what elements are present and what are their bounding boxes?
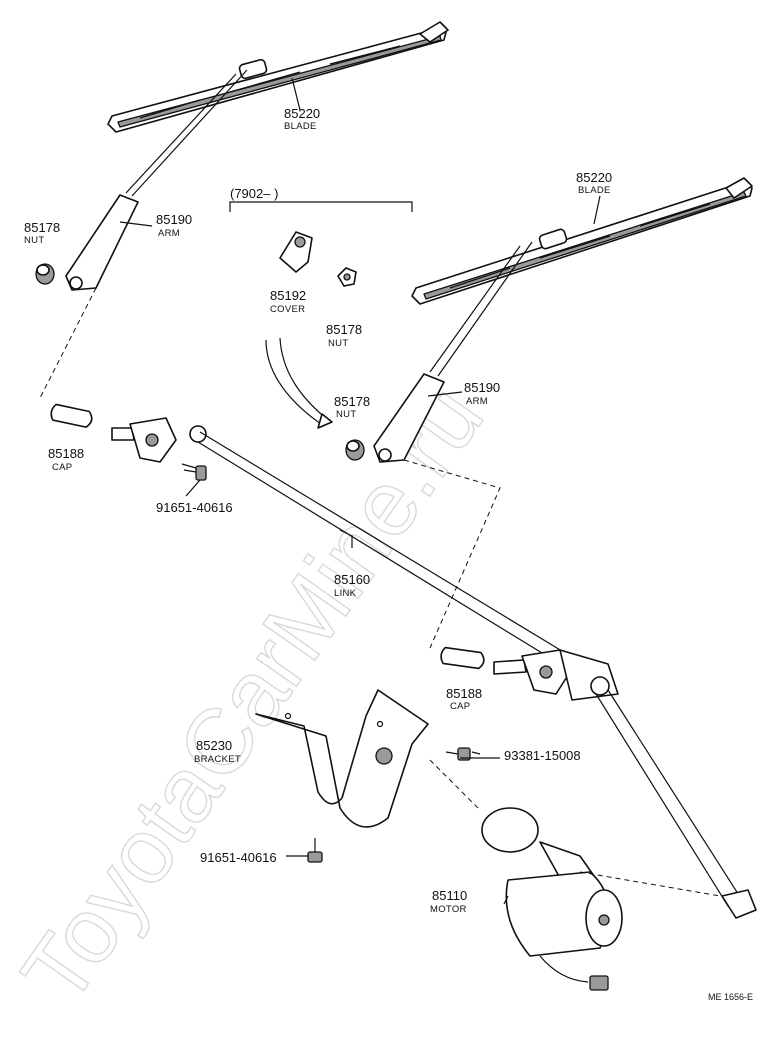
- svg-text:85110: 85110: [432, 888, 467, 903]
- svg-text:85178: 85178: [334, 394, 370, 409]
- callout-nut-left: 85178 NUT: [24, 220, 60, 246]
- alignment-lines: [39, 287, 721, 897]
- nut-left: [35, 263, 55, 285]
- curved-arrow-icon: [265, 337, 333, 429]
- svg-text:NUT: NUT: [24, 235, 44, 246]
- svg-text:NUT: NUT: [328, 338, 348, 349]
- bolt-bracket: [445, 747, 471, 761]
- callout-cap-right: 85188 CAP: [446, 686, 482, 712]
- watermark: ToyotaCarMine.ru: [3, 368, 503, 1021]
- callout-arm-right: 85190 ARM: [464, 380, 500, 407]
- svg-text:LINK: LINK: [334, 588, 357, 599]
- cap-left: [50, 403, 93, 428]
- svg-text:BLADE: BLADE: [578, 185, 611, 196]
- callout-bracket: 85230 BRACKET: [194, 738, 241, 765]
- link-rod: [197, 431, 591, 681]
- callout-blade-left: 85220 BLADE: [284, 106, 320, 132]
- callout-cover: 85192 COVER: [270, 288, 306, 315]
- svg-text:85188: 85188: [48, 446, 84, 461]
- arm-left: [65, 69, 248, 291]
- drive-crank: [595, 689, 757, 919]
- blade-right: [411, 177, 753, 305]
- svg-text:BLADE: BLADE: [284, 121, 317, 132]
- pivot-left: [111, 417, 207, 463]
- bolt-upper: [181, 463, 207, 481]
- blade-left: [107, 21, 449, 133]
- svg-text:85220: 85220: [284, 106, 320, 121]
- svg-text:85190: 85190: [156, 212, 192, 227]
- nut-cover: [337, 267, 357, 287]
- svg-text:CAP: CAP: [52, 462, 72, 473]
- callout-blade-right: 85220 BLADE: [576, 170, 612, 196]
- svg-text:91651-40616: 91651-40616: [200, 850, 277, 865]
- svg-text:MOTOR: MOTOR: [430, 904, 467, 915]
- reference-code: ME 1656-E: [708, 992, 753, 1002]
- svg-text:93381-15008: 93381-15008: [504, 748, 581, 763]
- svg-text:85220: 85220: [576, 170, 612, 185]
- callout-link: 85160 LINK: [334, 572, 370, 599]
- leader-lines: [119, 77, 601, 905]
- svg-text:85178: 85178: [24, 220, 60, 235]
- svg-text:85190: 85190: [464, 380, 500, 395]
- arm-right: [373, 241, 533, 463]
- callout-bolt-upper: 91651-40616: [156, 500, 233, 515]
- callout-cap-left: 85188 CAP: [48, 446, 84, 473]
- cover-part: [279, 231, 313, 273]
- callout-motor: 85110 MOTOR: [430, 888, 467, 915]
- svg-text:NUT: NUT: [336, 409, 356, 420]
- svg-text:85178: 85178: [326, 322, 362, 337]
- svg-text:COVER: COVER: [270, 304, 305, 315]
- svg-text:BRACKET: BRACKET: [194, 754, 241, 765]
- cap-right: [440, 646, 485, 670]
- bolt-lower: [307, 838, 323, 863]
- svg-text:85160: 85160: [334, 572, 370, 587]
- callout-bolt-bracket: 93381-15008: [504, 748, 581, 763]
- svg-text:ARM: ARM: [466, 396, 488, 407]
- callout-arm-left: 85190 ARM: [156, 212, 192, 239]
- bracket-part: [255, 689, 429, 828]
- callout-nut-cover: 85178 NUT: [326, 322, 362, 349]
- motor-part: [481, 807, 623, 991]
- date-range-bracket: (7902– ): [229, 186, 413, 212]
- svg-text:ARM: ARM: [158, 228, 180, 239]
- callout-bolt-lower: 91651-40616: [200, 850, 277, 865]
- svg-text:85188: 85188: [446, 686, 482, 701]
- svg-text:85230: 85230: [196, 738, 232, 753]
- callout-nut-right: 85178 NUT: [334, 394, 370, 420]
- date-range-label: (7902– ): [230, 186, 278, 201]
- svg-text:85192: 85192: [270, 288, 306, 303]
- pivot-right: [493, 649, 619, 701]
- nut-right: [345, 439, 365, 461]
- svg-text:CAP: CAP: [450, 701, 470, 712]
- svg-text:91651-40616: 91651-40616: [156, 500, 233, 515]
